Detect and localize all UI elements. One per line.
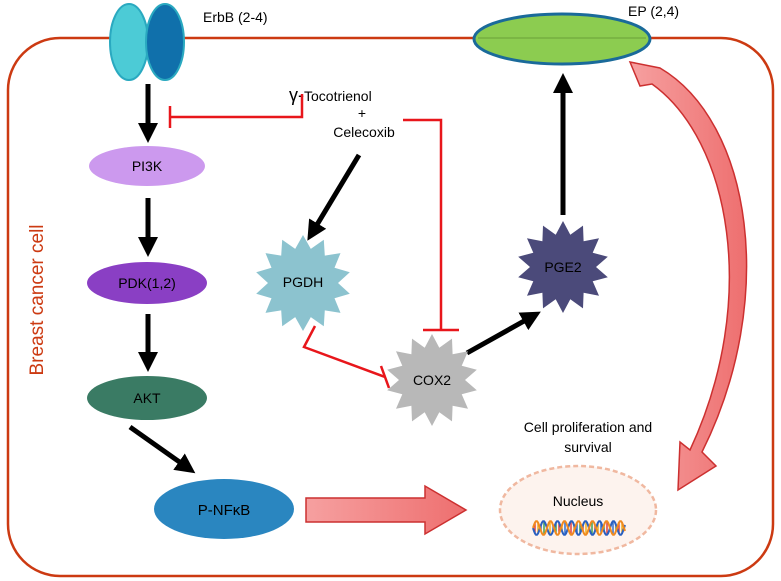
pge2-node [518,221,608,313]
cox2-node [387,334,477,426]
cell-membrane [6,36,775,578]
nucleus [498,464,658,556]
ep-receptor [472,12,652,66]
pgdh-label: PGDH [283,274,323,290]
erbb-receptor [109,3,185,81]
arrow-akt-pnfkb [128,424,196,474]
drug-celecoxib: Celecoxib [333,124,395,140]
pnfkb-label: P-NFκB [198,502,251,519]
arrow-ep-nucleus [628,60,748,492]
pnfkb-node [154,479,294,539]
pi3k-node [89,146,205,186]
outcome-line1: Cell proliferation and [524,419,652,435]
arrow-drug-pgdh [307,153,362,241]
outcome-line2: survival [564,439,611,455]
erbb-label: ErbB (2-4) [203,9,268,25]
nucleus-label: Nucleus [553,493,604,509]
arrow-pnfkb-nucleus [305,484,468,536]
pgdh-node [256,235,350,331]
arrow-cox2-pge2 [465,311,541,356]
pdk-label: PDK(1,2) [118,275,176,291]
inhibit-pi3k-line [170,94,304,119]
ep-label: EP (2,4) [628,3,679,19]
pge2-label: PGE2 [544,259,582,275]
pgdh-inhibit-bar [379,365,391,389]
cell-label: Breast cancer cell [27,224,48,375]
drug-gamma: γ- [289,85,304,105]
pi3k-label: PI3K [132,158,163,174]
cox2-label: COX2 [413,372,451,388]
pgdh-inhibit-line [302,325,386,379]
akt-label: AKT [133,390,161,406]
drug-tocotrienol: Tocotrienol [304,88,372,104]
akt-node [87,376,207,420]
dna-helix-icon [532,520,626,536]
inhibit-cox2-line [403,118,443,330]
dna-strand [532,520,626,536]
drug-plus: + [358,105,366,121]
pdk-node [87,262,207,304]
